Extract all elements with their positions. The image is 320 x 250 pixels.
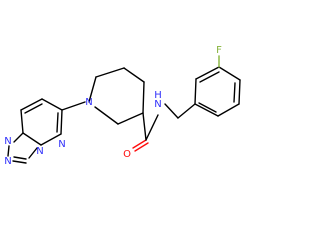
bond: [28, 147, 38, 159]
n-triazole-2-label: N: [4, 156, 11, 167]
bond: [56, 112, 59, 133]
bond: [61, 101, 86, 111]
bond: [94, 106, 119, 125]
bond: [194, 78, 197, 105]
bond: [145, 114, 159, 141]
bond: [233, 82, 236, 103]
bond: [22, 132, 42, 146]
n-pyridazine-label: N: [58, 139, 65, 150]
bond: [13, 156, 27, 160]
bond: [24, 103, 43, 114]
bond: [198, 102, 217, 113]
bond: [20, 109, 24, 134]
bond: [164, 103, 179, 119]
bond: [13, 132, 24, 143]
o-carbonyl-label: O: [123, 149, 131, 160]
bond: [177, 103, 196, 119]
bond: [142, 112, 147, 141]
bond: [88, 76, 97, 103]
bond: [41, 98, 63, 111]
atom-labels: N N H O F N N N N: [4, 45, 222, 167]
bond: [95, 67, 125, 78]
bond: [123, 67, 145, 83]
n-piperidine-label: N: [85, 97, 92, 108]
bond: [142, 81, 145, 114]
bond: [20, 98, 43, 111]
bond: [117, 112, 144, 125]
molecule-svg: N N H O F N N N N: [4, 45, 241, 167]
n-amide-label: N: [154, 99, 161, 110]
f-aryl-label: F: [216, 45, 222, 56]
n-triazole-1-label: N: [4, 136, 11, 147]
bond: [134, 142, 149, 152]
bond: [218, 66, 241, 81]
h-amide-label: H: [154, 90, 162, 101]
bond: [238, 79, 241, 105]
bond: [60, 109, 63, 135]
bond: [199, 71, 220, 83]
bond: [195, 66, 220, 80]
bond: [132, 139, 147, 149]
structure-diagram: N N H O F N N N N: [4, 45, 241, 167]
bonds: [7, 55, 241, 164]
n-bridge-label: N: [36, 146, 43, 157]
bond: [217, 103, 240, 117]
bond: [12, 160, 27, 164]
bond: [40, 133, 62, 146]
bond: [7, 145, 10, 157]
bond: [194, 103, 219, 117]
